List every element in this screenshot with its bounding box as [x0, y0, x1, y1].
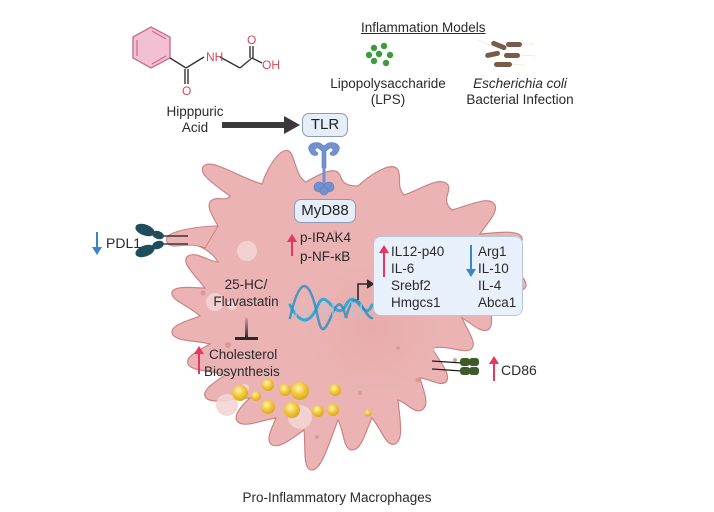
hippuric-acid-line2: Acid [181, 120, 209, 135]
cd86-receptor-icon [431, 358, 479, 375]
downregulated-gene: IL-4 [478, 278, 502, 293]
ecoli-line2: Bacterial Infection [466, 92, 574, 107]
downregulated-gene: Arg1 [478, 244, 507, 259]
tlr-box: TLR [302, 113, 348, 137]
upregulated-gene: IL-6 [391, 261, 415, 276]
ecoli-line1: Escherichia coli [473, 76, 567, 91]
nh-atom-label: NH [206, 50, 224, 64]
carbonyl-o-bottom-label: O [182, 84, 192, 98]
lps-icon [365, 42, 394, 67]
cholesterol-line1: Cholesterol [209, 347, 278, 362]
lps-line2: (LPS) [370, 92, 406, 107]
downregulated-gene: Abca1 [478, 295, 517, 310]
lps-label: Lipopolysaccharide (LPS) [323, 76, 453, 108]
ecoli-label: Escherichia coli Bacterial Infection [455, 76, 585, 108]
dna-helix-icon [288, 284, 374, 331]
pdl1-down-arrow-icon [92, 232, 102, 255]
small-dots [200, 230, 457, 439]
cholesterol-line2: Biosynthesis [204, 364, 280, 379]
cholesterol-up-arrow-icon [194, 346, 204, 374]
genes-up-arrow-icon [379, 245, 389, 277]
lipid-droplets [232, 379, 372, 418]
cholesterol-label: Cholesterol Biosynthesis [204, 346, 280, 380]
signaling-list: p-IRAK4 p-NF-κB [300, 228, 351, 266]
myd88-box: MyD88 [294, 199, 356, 223]
upregulated-gene: Hmgcs1 [391, 295, 441, 310]
cell-caption: Pro-Inflammatory Macrophages [242, 490, 432, 505]
lps-line1: Lipopolysaccharide [330, 76, 446, 91]
pdl1-label: PDL1 [106, 235, 142, 251]
inhibitor-line2: Fluvastatin [213, 294, 279, 309]
inhibitor-line1: 25-HC/ [224, 277, 268, 292]
pdl1-receptor-icon [135, 223, 188, 258]
genes-down-arrow-icon [466, 245, 476, 277]
cd86-label: CD86 [501, 362, 537, 378]
cd86-up-arrow-icon [489, 356, 499, 381]
carbonyl-o-top-label: O [247, 33, 257, 47]
arrow-to-tlr-icon [222, 116, 300, 134]
downregulated-genes-list: Arg1 IL-10 IL-4 Abca1 [478, 243, 516, 311]
upregulated-gene: Srebf2 [391, 278, 431, 293]
hippuric-acid-structure [132, 26, 263, 84]
ecoli-bacteria-icon [477, 39, 537, 67]
signaling-item: p-IRAK4 [300, 230, 352, 245]
signaling-up-arrow-icon [287, 234, 297, 256]
signaling-item: p-NF-κB [300, 249, 351, 264]
oh-atom-label: OH [262, 58, 280, 72]
hippuric-acid-line1: Hipppuric [166, 104, 224, 119]
hippuric-acid-label: Hipppuric Acid [150, 104, 240, 136]
upregulated-genes-list: IL12-p40 IL-6 Srebf2 Hmgcs1 [391, 243, 444, 311]
gene-expression-box: IL12-p40 IL-6 Srebf2 Hmgcs1 Arg1 IL-10 I… [373, 236, 523, 316]
downregulated-gene: IL-10 [478, 261, 509, 276]
upregulated-gene: IL12-p40 [391, 244, 445, 259]
inhibitor-label: 25-HC/ Fluvastatin [206, 276, 286, 310]
inhibition-icon [235, 318, 258, 340]
inflammation-models-heading: Inflammation Models [361, 20, 486, 35]
tlr-receptor-icon [308, 142, 340, 196]
